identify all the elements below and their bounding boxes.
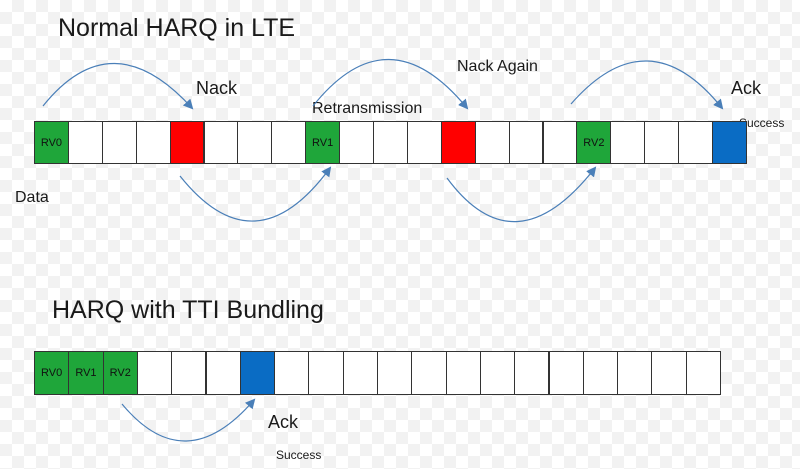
tti-cell [339, 121, 374, 164]
ack-label: Ack [731, 78, 762, 98]
tti-cell [406, 121, 442, 164]
nack-again-label: Nack Again [457, 58, 538, 75]
nack-label: Nack [196, 78, 238, 98]
arrow-nack-again-to-rv2 [446, 166, 597, 223]
tti-cell [685, 351, 721, 395]
tti-cell [508, 121, 544, 164]
normal-harq-title: Normal HARQ in LTE [58, 14, 296, 42]
tti-cell-rv2: RV2 [102, 351, 138, 395]
tti-cell [411, 351, 447, 395]
tti-bundling-title: HARQ with TTI Bundling [52, 296, 324, 324]
tti-cell [271, 121, 307, 164]
tti-cell [274, 351, 310, 395]
tti-cell [644, 121, 680, 164]
bundling-success-label: Success [276, 448, 322, 462]
tti-cell [712, 121, 747, 164]
tti-cell [377, 351, 413, 395]
arrow-rv0-to-nack [42, 63, 194, 110]
tti-cell [169, 121, 205, 164]
tti-cell [101, 121, 137, 164]
tti-cell [678, 121, 713, 164]
tti-cell [205, 351, 241, 395]
tti-cell [136, 351, 173, 395]
arrow-rv2-to-ack [570, 60, 724, 110]
tti-cell [542, 121, 578, 164]
tti-cell-rv1: RV1 [68, 351, 104, 395]
tti-cell [373, 121, 408, 164]
tti-cell [474, 121, 510, 164]
data-label: Data [15, 189, 49, 206]
success-label: Success [739, 116, 785, 130]
arrow-bundle-to-ack [121, 398, 256, 442]
tti-cell-rv1: RV1 [305, 121, 341, 164]
tti-cell [342, 351, 378, 395]
tti-cell [445, 351, 481, 395]
tti-cell [651, 351, 687, 395]
tti-cell [582, 351, 619, 395]
arrow-rv1-to-nack-again [312, 59, 469, 110]
tti-cell-rv0: RV0 [34, 351, 70, 395]
arrow-nack-to-rv1 [179, 166, 332, 222]
bundling-ack-label: Ack [268, 412, 299, 432]
retransmission-label: Retransmission [312, 100, 423, 117]
tti-cell [548, 351, 584, 395]
tti-cell [203, 121, 239, 164]
tti-cell [239, 351, 276, 395]
